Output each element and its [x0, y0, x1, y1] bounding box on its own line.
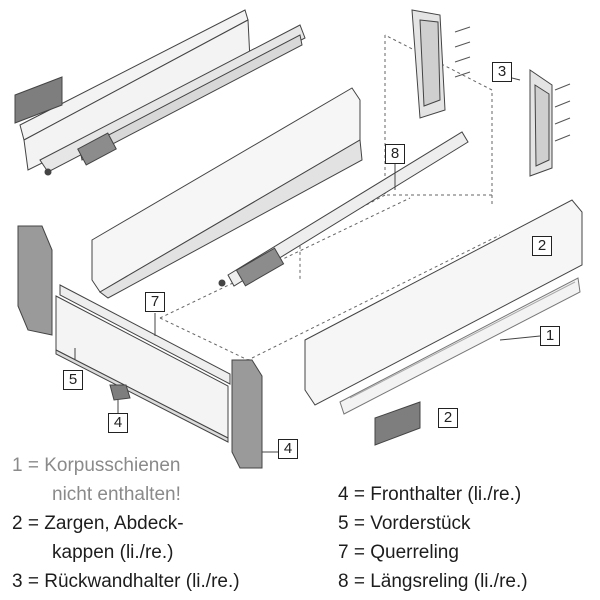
front-piece: [55, 295, 229, 443]
drawer-side-right: [304, 199, 583, 406]
front-holder-left: [17, 225, 53, 336]
back-wall-holder-right: [529, 69, 571, 177]
legend-item-3: 3 = Rückwandhalter (li./re.): [12, 571, 240, 592]
callout-1: 1: [540, 326, 560, 346]
runner-motor-upper: [44, 132, 117, 176]
callout-4-clip: 4: [108, 413, 128, 433]
front-holder-clip: [109, 384, 131, 401]
front-holder-right: [231, 359, 263, 469]
cover-cap-upper: [14, 76, 63, 124]
callout-2-lower: 2: [438, 408, 458, 428]
legend-item-1-line2: nicht enthalten!: [52, 484, 181, 505]
legend-item-5: 5 = Vorderstück: [338, 513, 471, 534]
legend-item-8: 8 = Längsreling (li./re.): [338, 571, 528, 592]
legend-item-7: 7 = Querreling: [338, 542, 459, 563]
callout-4-right: 4: [278, 439, 298, 459]
legend-item-2-line1: 2 = Zargen, Abdeck-: [12, 513, 184, 534]
drawer-side-middle: [91, 87, 363, 299]
callout-7: 7: [145, 292, 165, 312]
cover-cap-lower: [374, 401, 421, 446]
callout-5: 5: [63, 370, 83, 390]
legend-item-4: 4 = Fronthalter (li./re.): [338, 484, 522, 505]
callout-3: 3: [492, 62, 512, 82]
callout-8: 8: [385, 144, 405, 164]
cabinet-runner-right: [339, 277, 581, 415]
callout-2-cover-cap: 2: [532, 236, 552, 256]
longitudinal-rail: [218, 131, 469, 287]
back-wall-holder-left: [411, 9, 471, 119]
legend-item-1-line1: 1 = Korpusschienen: [12, 455, 181, 476]
legend-item-2-line2: kappen (li./re.): [52, 542, 174, 563]
cross-rail: [59, 284, 231, 385]
